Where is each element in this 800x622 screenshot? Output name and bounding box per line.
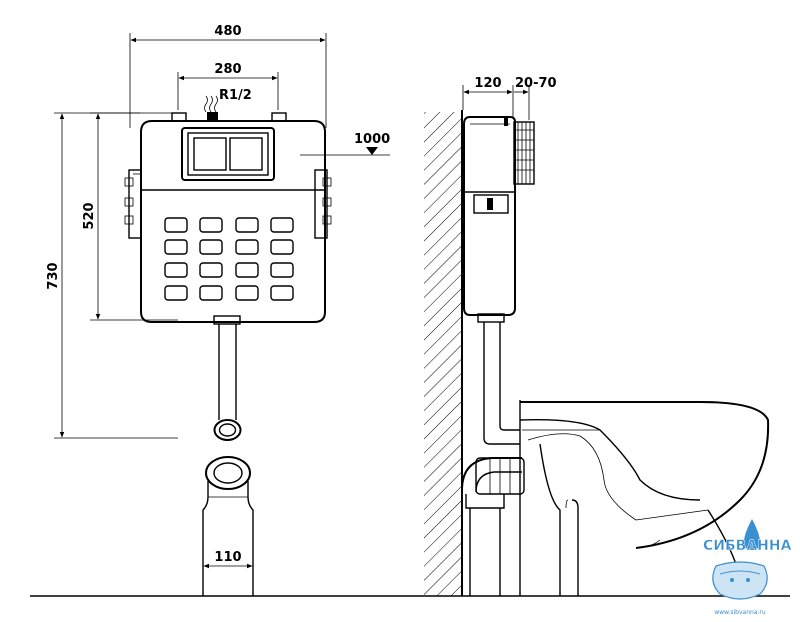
toilet-bowl — [519, 400, 770, 597]
top-bracket-left — [171, 112, 187, 122]
brand-logo: СИБВАННА www.sibvanna.ru — [703, 519, 792, 616]
brand-url: www.sibvanna.ru — [714, 609, 766, 616]
dimension-520-label: 520 — [82, 202, 97, 229]
dimension-480-label: 480 — [214, 24, 241, 39]
install-height-marker: 1000 — [300, 132, 390, 156]
brand-name: СИБВАННА — [703, 538, 792, 554]
dimension-20-70: 20-70 — [514, 76, 557, 120]
cistern-tank — [140, 120, 326, 323]
dimension-730: 730 — [46, 112, 178, 439]
dimension-110-label: 110 — [214, 550, 241, 565]
water-inlet-icon — [204, 95, 218, 120]
front-view: 480 280 R1/2 1000 — [46, 24, 390, 596]
install-height-label: 1000 — [354, 132, 390, 147]
cistern-side — [463, 116, 516, 316]
flush-opening — [181, 127, 275, 181]
flush-pipe-front — [213, 315, 242, 441]
side-bracket-right — [314, 169, 332, 239]
inlet-thread-label: R1/2 — [219, 88, 252, 103]
wall-hatching — [424, 112, 462, 596]
flush-plate-side — [513, 121, 535, 185]
drain-connection-front — [202, 456, 254, 596]
side-view: 120 20-70 — [424, 76, 770, 597]
dimension-280: 280 — [177, 62, 279, 110]
side-bracket-left — [124, 169, 142, 239]
dimension-120: 120 — [462, 76, 514, 118]
dimension-480: 480 — [129, 24, 327, 128]
drain-elbow-side — [461, 457, 525, 596]
water-drop-icon — [744, 519, 760, 550]
dimension-280-label: 280 — [214, 62, 241, 77]
flush-button-left — [193, 137, 227, 171]
dimension-520: 520 — [82, 112, 178, 321]
flush-button-right — [229, 137, 263, 171]
dimension-110: 110 — [203, 550, 253, 569]
bathtub-icon — [712, 561, 768, 600]
dimension-730-label: 730 — [46, 262, 61, 289]
flush-pipe-side — [477, 313, 520, 445]
top-bracket-right — [271, 112, 287, 122]
dimension-120-label: 120 — [474, 76, 501, 91]
tank-ribs — [164, 217, 294, 301]
dimension-20-70-label: 20-70 — [515, 76, 557, 91]
